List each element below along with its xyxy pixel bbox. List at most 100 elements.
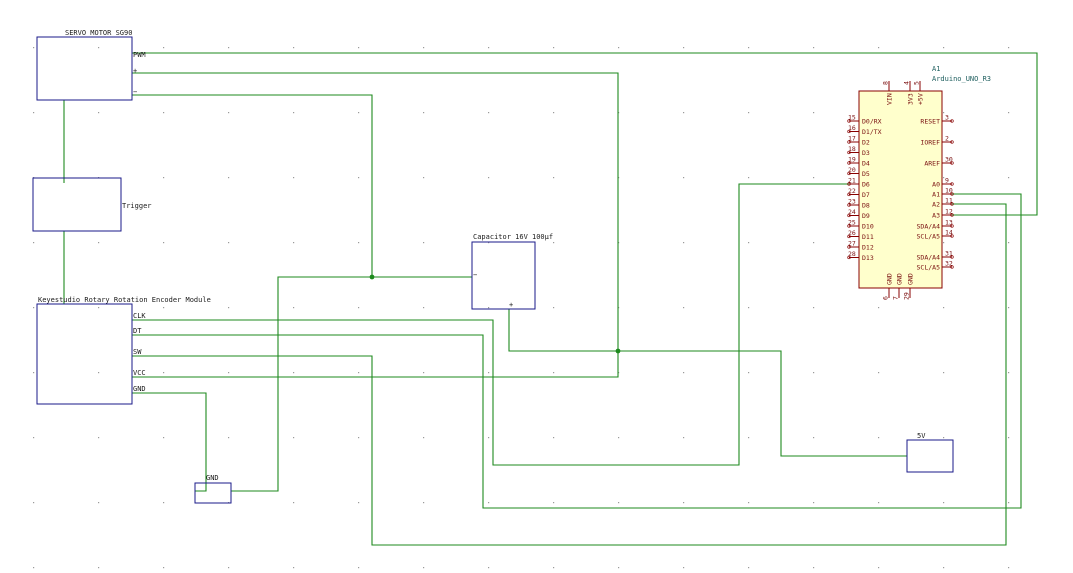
encoder-component[interactable]: Keyestudio Rotary Rotation Encoder Modul… [36, 296, 211, 405]
grid-dot [618, 437, 620, 439]
grid-dot [163, 502, 165, 504]
wire-servo-minus[interactable] [132, 94, 472, 278]
grid-dot [618, 567, 620, 569]
arduino-ref: A1 [932, 65, 940, 73]
grid-dot [943, 307, 945, 309]
servo-component[interactable]: SERVO MOTOR SG90 PWM + − [36, 29, 146, 101]
grid-dot [98, 242, 100, 244]
capacitor-component[interactable]: Capacitor 16V 100µf − + [471, 233, 553, 310]
grid-dot [228, 47, 230, 49]
grid-dot [163, 437, 165, 439]
grid-dot [813, 437, 815, 439]
wire-clk-d6[interactable] [132, 183, 858, 466]
arduino-pin-number: 21 [848, 177, 856, 185]
grid-dot [228, 437, 230, 439]
grid-dot [748, 47, 750, 49]
grid-dot [1008, 47, 1010, 49]
arduino-pin-number: 32 [945, 260, 953, 268]
arduino-pin-end [847, 161, 851, 165]
grid-dot [748, 567, 750, 569]
arduino-pin-number: 10 [945, 187, 953, 195]
arduino-pin-number: 14 [945, 229, 953, 237]
wire-gnd-return[interactable] [231, 276, 372, 492]
grid-dot [358, 47, 360, 49]
junction-vcc [615, 348, 621, 354]
arduino-pin-name: D1/TX [862, 128, 882, 136]
grid-dot [423, 177, 425, 179]
grid-dot [813, 47, 815, 49]
arduino-pin-end [847, 245, 851, 249]
arduino-pin-name: D3 [862, 149, 870, 157]
arduino-pin-name: SDA/A4 [917, 223, 941, 231]
encoder-title: Keyestudio Rotary Rotation Encoder Modul… [38, 296, 211, 304]
arduino-pin-name: D10 [862, 223, 874, 231]
arduino-pin-number: 6 [882, 296, 890, 300]
trigger-component[interactable]: Trigger [32, 177, 152, 232]
wire-cap-plus-5v[interactable] [508, 309, 907, 457]
grid-dot [358, 567, 360, 569]
sheet-grid [33, 47, 1010, 569]
arduino-pin-name: GND [886, 273, 894, 285]
arduino-pin-number: 26 [848, 229, 856, 237]
grid-dot [748, 372, 750, 374]
grid-dot [293, 242, 295, 244]
encoder-pin-gnd: GND [133, 385, 146, 393]
grid-dot [1008, 372, 1010, 374]
grid-dot [488, 307, 490, 309]
gnd-component[interactable]: GND [194, 474, 232, 504]
grid-dot [163, 47, 165, 49]
grid-dot [943, 372, 945, 374]
arduino-pin-number: 25 [848, 219, 856, 227]
grid-dot [163, 372, 165, 374]
grid-dot [943, 177, 945, 179]
wire-enc-gnd[interactable] [132, 392, 207, 492]
servo-title: SERVO MOTOR SG90 [65, 29, 132, 37]
wire-servo-plus[interactable] [132, 72, 619, 378]
grid-dot [98, 372, 100, 374]
five-v-component[interactable]: 5V [906, 432, 954, 473]
arduino-pin-name: SCL/A5 [917, 264, 941, 272]
wire-net [63, 52, 1038, 546]
arduino-pin-name: VIN [886, 93, 894, 105]
arduino-pin-end [847, 234, 851, 239]
grid-dot [683, 372, 685, 374]
grid-dot [163, 307, 165, 309]
grid-dot [878, 372, 880, 374]
grid-dot [618, 112, 620, 114]
wire-pwm-a3[interactable] [132, 52, 1038, 216]
grid-dot [1008, 307, 1010, 309]
arduino-pin-name: D7 [862, 191, 870, 199]
wire-dt-a1[interactable] [132, 193, 1022, 509]
grid-dot [618, 177, 620, 179]
grid-dot [163, 112, 165, 114]
grid-dot [553, 47, 555, 49]
grid-dot [98, 307, 100, 309]
grid-dot [553, 307, 555, 309]
grid-dot [33, 47, 35, 49]
capacitor-pin-plus: + [509, 301, 513, 309]
grid-dot [683, 177, 685, 179]
grid-dot [943, 47, 945, 49]
arduino-pin-end [950, 140, 954, 144]
grid-dot [813, 177, 815, 179]
grid-dot [488, 502, 490, 504]
arduino-pin-name: D9 [862, 212, 870, 220]
grid-dot [293, 112, 295, 114]
wire-sw-a2[interactable] [132, 203, 1007, 546]
grid-dot [618, 502, 620, 504]
grid-dot [33, 502, 35, 504]
arduino-pin-end [847, 224, 851, 228]
trigger-box [32, 177, 122, 232]
grid-dot [488, 47, 490, 49]
five-v-box [906, 439, 954, 473]
grid-dot [163, 242, 165, 244]
grid-dot [423, 567, 425, 569]
arduino-pin-end [847, 150, 851, 155]
arduino-pin-name: AREF [924, 160, 940, 168]
grid-dot [1008, 502, 1010, 504]
arduino-pin-number: 15 [848, 114, 856, 122]
arduino-pin-number: 19 [848, 156, 856, 164]
